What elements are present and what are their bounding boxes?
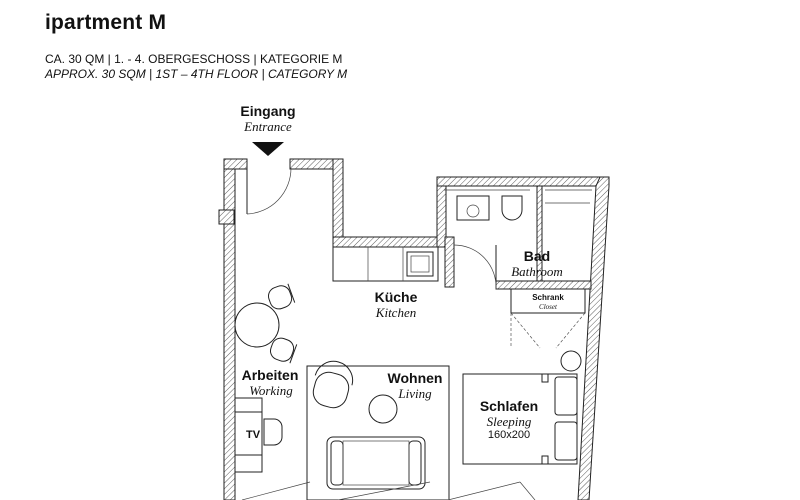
kitchen-label-en: Kitchen — [375, 305, 416, 320]
entrance-label: Eingang — [240, 103, 295, 119]
living-label: Wohnen — [388, 370, 443, 386]
kitchen-label: Küche — [375, 289, 418, 305]
bathroom-label-en: Bathroom — [511, 264, 563, 279]
living-label-en: Living — [397, 386, 432, 401]
bathroom-label: Bad — [524, 248, 550, 264]
kitchen-counter — [332, 246, 439, 282]
page-title: ipartment M — [45, 11, 167, 34]
working-label-en: Working — [249, 383, 293, 398]
entrance-arrow-icon — [252, 142, 284, 156]
lamp — [560, 350, 582, 372]
entrance-label-en: Entrance — [243, 119, 292, 134]
dining-table — [234, 283, 298, 364]
closet — [510, 288, 586, 349]
subtitle-english: APPROX. 30 SQM | 1ST – 4TH FLOOR | CATEG… — [45, 67, 348, 81]
bottom-openings — [241, 481, 536, 500]
tv-desk — [234, 397, 283, 473]
living-area — [306, 360, 450, 500]
bathroom-door — [453, 244, 497, 290]
entrance-door — [246, 167, 292, 215]
closet-label-en: Closet — [539, 303, 558, 311]
bathroom-fixtures — [444, 189, 592, 221]
subtitle-german: CA. 30 QM | 1. - 4. OBERGESCHOSS | KATEG… — [45, 52, 343, 66]
tv-label: TV — [246, 429, 261, 441]
sofa — [326, 436, 426, 490]
bed-size-label: 160x200 — [488, 429, 530, 441]
sleeping-label-en: Sleeping — [487, 414, 532, 429]
closet-label: Schrank — [532, 293, 564, 302]
working-label: Arbeiten — [242, 367, 299, 383]
sleeping-label: Schlafen — [480, 398, 538, 414]
bed — [462, 373, 578, 465]
